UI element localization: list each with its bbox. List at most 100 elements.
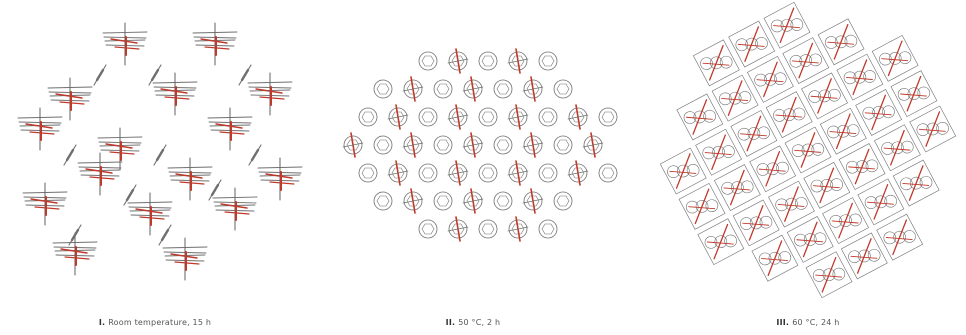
unit-cell [747, 55, 794, 103]
bond [135, 208, 163, 214]
ring [874, 195, 888, 209]
ring [897, 88, 911, 101]
metal-bond [887, 40, 903, 77]
hexagon [556, 195, 570, 207]
ring [710, 56, 723, 70]
unit-cell [909, 105, 957, 153]
ring [898, 51, 912, 64]
bond [507, 226, 529, 232]
ring [818, 89, 831, 103]
hexagon [541, 223, 555, 235]
ring [900, 177, 913, 191]
ring [829, 215, 843, 228]
ring [667, 165, 680, 179]
ring [714, 235, 728, 248]
metal-bond [902, 182, 930, 186]
ring [839, 214, 852, 227]
hexagon [421, 167, 435, 179]
ring [855, 160, 869, 173]
ring [830, 178, 843, 191]
ring [388, 107, 408, 127]
hexagon [601, 167, 615, 179]
ring [846, 124, 860, 137]
lattice [659, 1, 957, 299]
bond [250, 148, 260, 162]
ring [799, 54, 813, 67]
metal-bond [784, 186, 799, 222]
unit-cell [855, 89, 903, 136]
unit-cell [892, 159, 940, 207]
molecule [247, 72, 293, 116]
ring [867, 248, 881, 262]
ring [373, 135, 393, 155]
metal-bond [925, 111, 941, 147]
ring [747, 127, 761, 140]
unit-cell [822, 197, 869, 245]
ring [848, 250, 861, 263]
ring [538, 51, 558, 71]
metal-bond [798, 42, 814, 79]
ring [478, 219, 498, 239]
hexagon [526, 83, 540, 95]
crystal-structure-panel-3: III.60 °C, 24 h [650, 0, 966, 335]
metal-bond [761, 258, 788, 262]
bond [155, 148, 165, 162]
linker [158, 224, 172, 246]
ring [809, 53, 822, 67]
bond [265, 173, 293, 179]
ring [583, 135, 603, 155]
hexagon [421, 223, 435, 235]
unit-cell [817, 18, 865, 66]
hexagon [526, 195, 540, 207]
ring [766, 162, 779, 176]
ring [812, 269, 826, 282]
ring [740, 217, 753, 230]
unit-cell [728, 20, 776, 68]
unit-cell [713, 164, 761, 211]
molecule [192, 22, 238, 66]
unit-cell [801, 72, 848, 120]
metal-bond [685, 116, 713, 120]
metal-bond [815, 274, 843, 278]
ring [756, 163, 770, 176]
unit-cell [749, 145, 797, 193]
metal-bond [845, 77, 873, 80]
ring [893, 230, 906, 244]
unit-cell [678, 182, 726, 230]
bond [462, 86, 484, 92]
metal-bond [706, 241, 734, 245]
molecule [167, 157, 213, 201]
ring [863, 70, 876, 83]
ring [704, 236, 718, 249]
hexagon [451, 223, 465, 235]
hexagon [511, 111, 525, 123]
hexagon [451, 111, 465, 123]
bond [55, 93, 83, 99]
molecule [207, 107, 253, 151]
ring [754, 73, 767, 87]
linker [208, 179, 222, 201]
metal-bond [800, 132, 816, 168]
ring [724, 234, 737, 248]
ring [758, 252, 772, 266]
hexagon [376, 83, 390, 95]
ring [907, 87, 921, 100]
linker [248, 144, 262, 166]
ring [909, 176, 923, 190]
ring [705, 199, 719, 212]
metal-bond [773, 25, 801, 29]
hexagon [511, 167, 525, 179]
bond [160, 228, 170, 242]
bond [85, 168, 113, 174]
bond [60, 248, 88, 254]
metal-bond [781, 96, 797, 133]
molecule [152, 72, 198, 116]
hexagon [376, 195, 390, 207]
ring [686, 164, 700, 177]
unit-cell [857, 178, 905, 226]
hexagon [541, 167, 555, 179]
unit-cell [732, 199, 780, 247]
panel-numeral-2: II. [445, 318, 456, 327]
ring [538, 107, 558, 127]
ring [712, 145, 725, 159]
